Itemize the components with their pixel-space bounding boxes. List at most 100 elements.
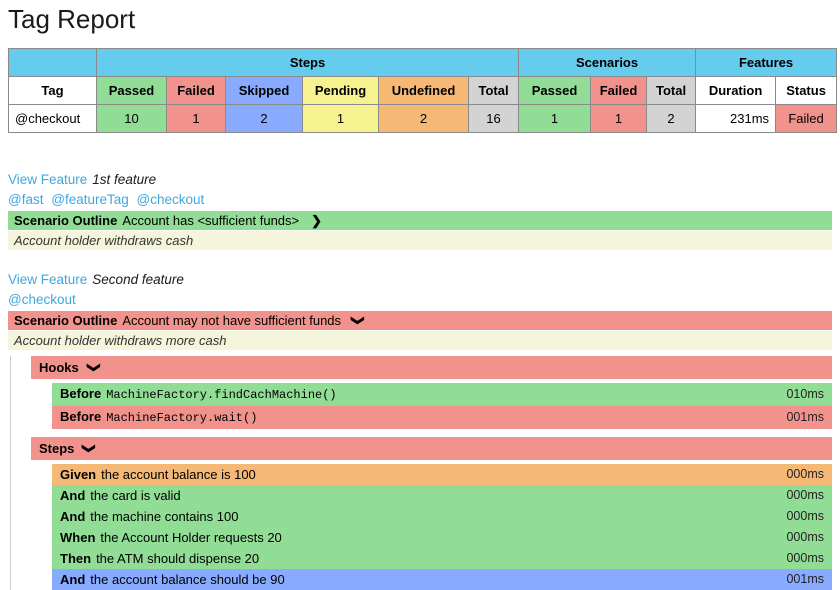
hook-keyword: Before [60, 386, 102, 401]
tag-link-checkout[interactable]: @checkout [8, 292, 76, 307]
step-name: the ATM should dispense 20 [96, 551, 260, 566]
step-name: the account balance is 100 [101, 467, 256, 482]
feature-tags-line: @checkout [8, 290, 832, 310]
view-feature-link[interactable]: View Feature [8, 272, 88, 287]
hooks-header[interactable]: Hooks [31, 356, 832, 379]
step-text: And the machine contains 100 [60, 509, 238, 524]
col-header-scenarios-total: Total [646, 76, 697, 105]
tag-cell: @checkout [8, 104, 97, 133]
table-group-header-row: Steps Scenarios Features [8, 48, 838, 77]
tag-link-fast[interactable]: @fast [8, 192, 44, 207]
scenario-outline-bar-failed[interactable]: Scenario Outline Account may not have su… [8, 311, 832, 330]
step-duration: 000ms [786, 530, 824, 544]
col-header-steps-undefined: Undefined [378, 76, 469, 105]
chevron-right-icon [311, 214, 322, 227]
hook-text: Before MachineFactory.wait() [60, 409, 257, 426]
hook-row: Before MachineFactory.wait() 001ms [52, 406, 832, 429]
step-name: the card is valid [90, 488, 181, 503]
col-header-steps-failed: Failed [166, 76, 226, 105]
step-duration: 000ms [786, 551, 824, 565]
scenarios-total-cell: 2 [646, 104, 697, 133]
group-header-steps: Steps [95, 48, 520, 77]
scenario-name: Account may not have sufficient funds [122, 313, 342, 328]
scenario-description: Account holder withdraws cash [8, 231, 832, 250]
steps-failed-cell: 1 [166, 104, 226, 133]
hook-duration: 001ms [786, 410, 824, 424]
scenario-keyword: Scenario Outline [14, 313, 118, 328]
view-feature-link[interactable]: View Feature [8, 172, 88, 187]
step-duration: 000ms [786, 488, 824, 502]
step-row: And the machine contains 100 000ms [52, 506, 832, 527]
feature-block-1: View Feature 1st feature @fast @featureTa… [8, 170, 832, 250]
col-header-tag: Tag [8, 76, 97, 105]
page-title: Tag Report [8, 4, 136, 34]
step-text: And the card is valid [60, 488, 181, 503]
step-keyword: And [60, 572, 86, 587]
scenario-elements-container: Hooks BeforeMachineFactory.findCachMachi… [10, 356, 832, 590]
steps-total-cell: 16 [467, 104, 520, 133]
feature-title-line: View Feature Second feature [8, 270, 832, 290]
steps-label: Steps [39, 441, 75, 456]
feature-block-2: View Feature Second feature @checkout Sce… [8, 270, 832, 590]
tag-link-featuretag[interactable]: @featureTag [51, 192, 129, 207]
steps-passed-cell: 10 [96, 104, 167, 133]
step-keyword: Given [60, 467, 97, 482]
col-header-scenarios-passed: Passed [518, 76, 592, 105]
table-row: @checkout 10 1 2 1 2 16 1 1 2 231ms Fail… [8, 104, 838, 133]
col-header-steps-total: Total [467, 76, 520, 105]
step-keyword: And [60, 509, 86, 524]
step-row: And the card is valid 000ms [52, 485, 832, 506]
scenario-keyword: Scenario Outline [14, 213, 118, 228]
col-header-steps-skipped: Skipped [225, 76, 303, 105]
col-header-steps-pending: Pending [302, 76, 379, 105]
steps-undefined-cell: 2 [378, 104, 469, 133]
scenario-name: Account has <sufficient funds> [122, 213, 300, 228]
step-text: And the account balance should be 90 [60, 572, 285, 587]
hooks-label: Hooks [39, 360, 79, 375]
step-name: the account balance should be 90 [90, 572, 285, 587]
step-keyword: And [60, 488, 86, 503]
tag-report-page: Tag Report Steps Scenarios Features Tag … [0, 4, 840, 590]
step-keyword: When [60, 530, 96, 545]
status-cell: Failed [775, 104, 838, 133]
step-row: Given the account balance is 100 000ms [52, 464, 832, 485]
steps-skipped-cell: 2 [225, 104, 303, 133]
step-duration: 000ms [786, 509, 824, 523]
tag-summary-table: Steps Scenarios Features Tag Passed Fail… [8, 48, 838, 133]
feature-name: 1st feature [92, 172, 157, 187]
feature-name: Second feature [92, 272, 184, 287]
tag-link-checkout[interactable]: @checkout [136, 192, 205, 207]
feature-title-line: View Feature 1st feature [8, 170, 832, 190]
steps-rows: Given the account balance is 100 000ms An… [52, 464, 832, 590]
step-row: And the account balance should be 90 001m… [52, 569, 832, 590]
step-duration: 001ms [786, 572, 824, 586]
hook-keyword: Before [60, 409, 102, 424]
col-header-steps-passed: Passed [96, 76, 167, 105]
step-duration: 000ms [786, 467, 824, 481]
scenarios-failed-cell: 1 [590, 104, 648, 133]
steps-pending-cell: 1 [302, 104, 379, 133]
step-name: the machine contains 100 [90, 509, 239, 524]
scenario-outline-bar-passed[interactable]: Scenario Outline Account has <sufficient… [8, 211, 832, 230]
duration-cell: 231ms [695, 104, 777, 133]
scenario-description: Account holder withdraws more cash [8, 331, 832, 350]
hook-code: MachineFactory.wait() [106, 411, 258, 425]
steps-header[interactable]: Steps [31, 437, 832, 460]
col-header-duration: Duration [695, 76, 777, 105]
hooks-section: Hooks BeforeMachineFactory.findCachMachi… [31, 356, 832, 429]
step-text: Given the account balance is 100 [60, 467, 256, 482]
chevron-down-icon [88, 362, 101, 373]
chevron-down-icon [83, 443, 96, 454]
group-header-empty [8, 48, 97, 77]
col-header-scenarios-failed: Failed [590, 76, 648, 105]
col-header-status: Status [775, 76, 838, 105]
group-header-features: Features [695, 48, 838, 77]
steps-section: Steps Given the account balance is 100 00… [31, 437, 832, 590]
